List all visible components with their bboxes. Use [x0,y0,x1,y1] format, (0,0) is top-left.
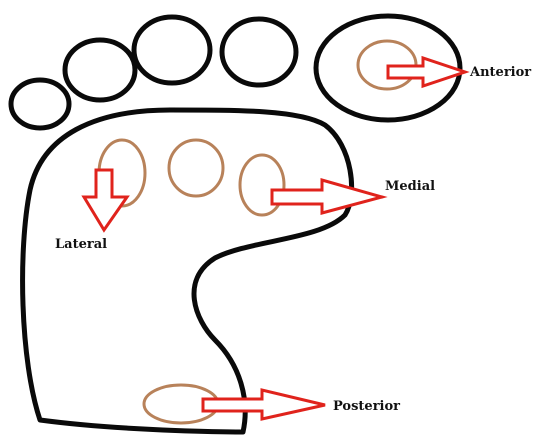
middle-pressure-point [169,140,223,196]
medial-arrow [272,180,382,213]
toe-3-outline [134,17,210,83]
posterior-arrow [203,390,325,419]
posterior-label: Posterior [333,399,400,414]
medial-pressure-point [240,155,284,215]
anterior-arrow [388,58,465,86]
toe-5-outline [11,80,69,128]
anterior-label: Anterior [469,65,531,80]
lateral-label: Lateral [55,237,107,252]
medial-label: Medial [385,179,435,194]
toe-2-outline [222,19,296,85]
lateral-arrow [84,170,127,230]
toe-4-outline [65,40,135,100]
foot-sole-outline [23,110,352,432]
